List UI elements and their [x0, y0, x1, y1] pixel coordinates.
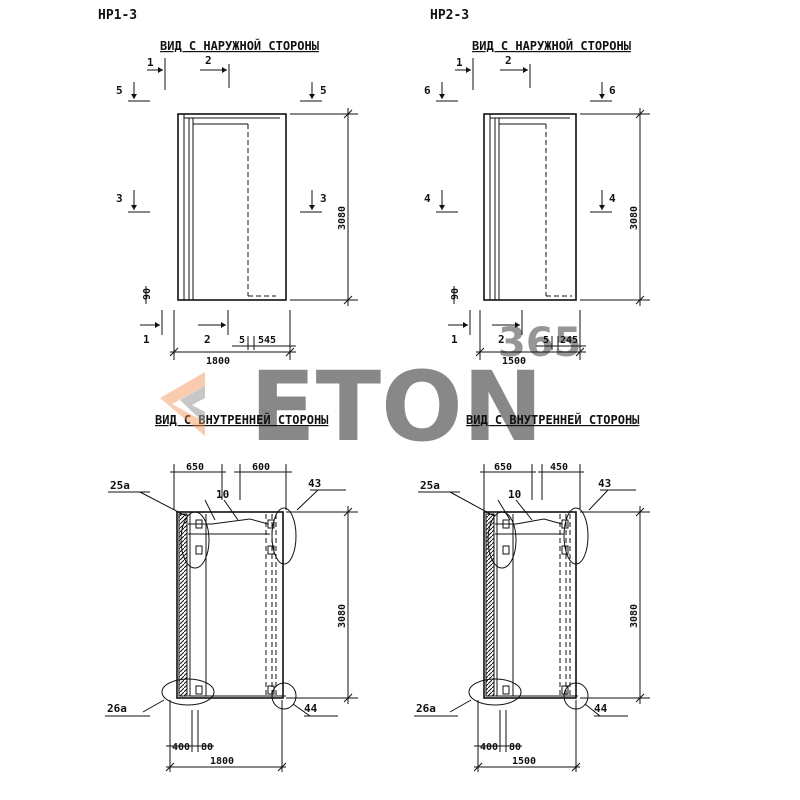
section-markers-outer: 1 2 5 5 3 3 1 2 — [116, 54, 327, 346]
callouts-inner: 25а 43 26а 44 10 — [105, 477, 346, 717]
mark-10: 10 — [216, 488, 229, 501]
dim-80: 80 — [509, 742, 521, 753]
dim-width: 1500 — [502, 356, 526, 367]
dim-top-left: 650 — [186, 462, 204, 473]
dim-width: 1500 — [512, 756, 536, 767]
dim-80: 80 — [201, 742, 213, 753]
dim-right: 245 — [560, 335, 578, 346]
section-label: 2 — [204, 333, 211, 346]
section-label: 1 — [451, 333, 458, 346]
dimensions-inner: 3080 400 80 1800 — [165, 506, 358, 772]
inner-view-title: ВИД С ВНУТРЕННЕЙ СТОРОНЫ — [466, 412, 639, 427]
section-label: 1 — [143, 333, 150, 346]
section-label: 6 — [424, 84, 431, 97]
dim-400: 400 — [172, 742, 190, 753]
section-label: 2 — [505, 54, 512, 67]
mark-44: 44 — [304, 702, 318, 715]
section-label: 6 — [609, 84, 616, 97]
mark-44: 44 — [594, 702, 608, 715]
dimensions-outer: 3080 90 1500 5 245 — [450, 108, 650, 367]
watermark: ETON 365 — [160, 320, 582, 463]
callouts-inner: 25а 43 26а 44 10 — [414, 477, 636, 717]
watermark-sup: 365 — [498, 320, 582, 366]
dim-top-right: 600 — [252, 462, 270, 473]
dim-5: 5 — [239, 335, 245, 346]
section-label: 3 — [116, 192, 123, 205]
section-label: 5 — [116, 84, 123, 97]
dim-top-left: 650 — [494, 462, 512, 473]
dim-right: 545 — [258, 335, 276, 346]
dimensions-inner: 3080 400 80 1500 — [473, 506, 650, 772]
mark-43: 43 — [598, 477, 611, 490]
section-markers-outer: 1 2 6 6 4 4 1 2 — [424, 54, 616, 346]
section-label: 2 — [205, 54, 212, 67]
mark-25a: 25а — [110, 479, 130, 492]
watermark-text: ETON — [250, 351, 543, 463]
dimensions-inner-top: 650 450 — [480, 462, 584, 510]
dim-top-right: 450 — [550, 462, 568, 473]
sheet-np1: НР1-3 ВИД С НАРУЖНОЙ СТОРОНЫ 1 2 5 — [98, 8, 358, 772]
outer-view-title: ВИД С НАРУЖНОЙ СТОРОНЫ — [160, 38, 319, 53]
dim-400: 400 — [480, 742, 498, 753]
mark-26a: 26а — [416, 702, 436, 715]
section-label: 2 — [498, 333, 505, 346]
section-label: 4 — [609, 192, 616, 205]
section-label: 5 — [320, 84, 327, 97]
outer-view-panel — [483, 113, 577, 301]
inner-view-panel — [483, 511, 578, 699]
sheet-np2: НР2-3 ВИД С НАРУЖНОЙ СТОРОНЫ 1 2 6 6 — [414, 8, 650, 772]
dim-height: 3080 — [629, 604, 640, 628]
dimensions-inner-top: 650 600 — [170, 462, 292, 510]
inner-view-panel — [176, 511, 286, 699]
dim-height: 3080 — [629, 206, 640, 230]
sheet-title: НР1-3 — [98, 8, 137, 23]
dimensions-outer: 3080 90 1800 5 545 — [142, 108, 358, 367]
sheet-title: НР2-3 — [430, 8, 469, 23]
mark-25a: 25а — [420, 479, 440, 492]
dim-height: 3080 — [337, 604, 348, 628]
dim-width: 1800 — [210, 756, 234, 767]
dim-small: 90 — [450, 288, 461, 300]
mark-26a: 26а — [107, 702, 127, 715]
section-label: 1 — [147, 56, 154, 69]
section-label: 4 — [424, 192, 431, 205]
mark-43: 43 — [308, 477, 321, 490]
section-label: 1 — [456, 56, 463, 69]
mark-10: 10 — [508, 488, 521, 501]
dim-5: 5 — [543, 335, 549, 346]
section-label: 3 — [320, 192, 327, 205]
dim-small: 90 — [142, 288, 153, 300]
dim-height: 3080 — [337, 206, 348, 230]
outer-view-panel — [177, 113, 287, 301]
outer-view-title: ВИД С НАРУЖНОЙ СТОРОНЫ — [472, 38, 631, 53]
dim-width: 1800 — [206, 356, 230, 367]
watermark-logo-icon — [160, 372, 205, 436]
